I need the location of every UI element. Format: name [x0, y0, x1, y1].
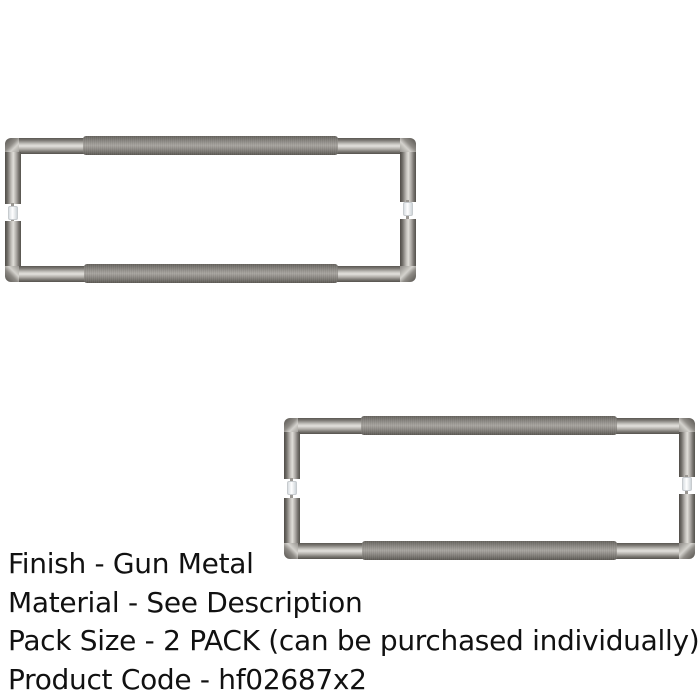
- handle-rod: [284, 498, 300, 545]
- handle-rod: [284, 432, 300, 479]
- handle-rod: [5, 152, 21, 204]
- handle-rod: [679, 494, 695, 545]
- handle-corner: [400, 266, 416, 282]
- product-specs: Finish - Gun Metal Material - See Descri…: [8, 545, 700, 699]
- glass-connector: [682, 477, 692, 491]
- handle-corner: [5, 266, 21, 282]
- handle-corner: [284, 418, 300, 434]
- handle-rod: [5, 221, 21, 269]
- grip-sleeve: [84, 264, 338, 283]
- glass-connector: [287, 481, 297, 495]
- handle-corner: [400, 138, 416, 154]
- grip-sleeve: [362, 541, 617, 560]
- spec-pack-size: Pack Size - 2 PACK (can be purchased ind…: [8, 624, 700, 657]
- handle-corner: [679, 543, 695, 559]
- spec-product-code: Product Code - hf02687x2: [8, 662, 367, 696]
- handle-corner: [679, 418, 695, 434]
- glass-connector: [403, 202, 413, 216]
- handle-corner: [5, 138, 21, 154]
- handle-corner: [284, 543, 300, 559]
- spec-finish: Finish - Gun Metal: [8, 547, 254, 580]
- spec-material: Material - See Description: [8, 585, 363, 619]
- glass-connector: [8, 206, 18, 220]
- grip-sleeve: [361, 416, 617, 435]
- handle-rod: [400, 219, 416, 269]
- handle-rod: [679, 432, 695, 477]
- grip-sleeve: [83, 136, 338, 155]
- handle-rod: [400, 152, 416, 202]
- product-image-handle-1: [0, 0, 700, 300]
